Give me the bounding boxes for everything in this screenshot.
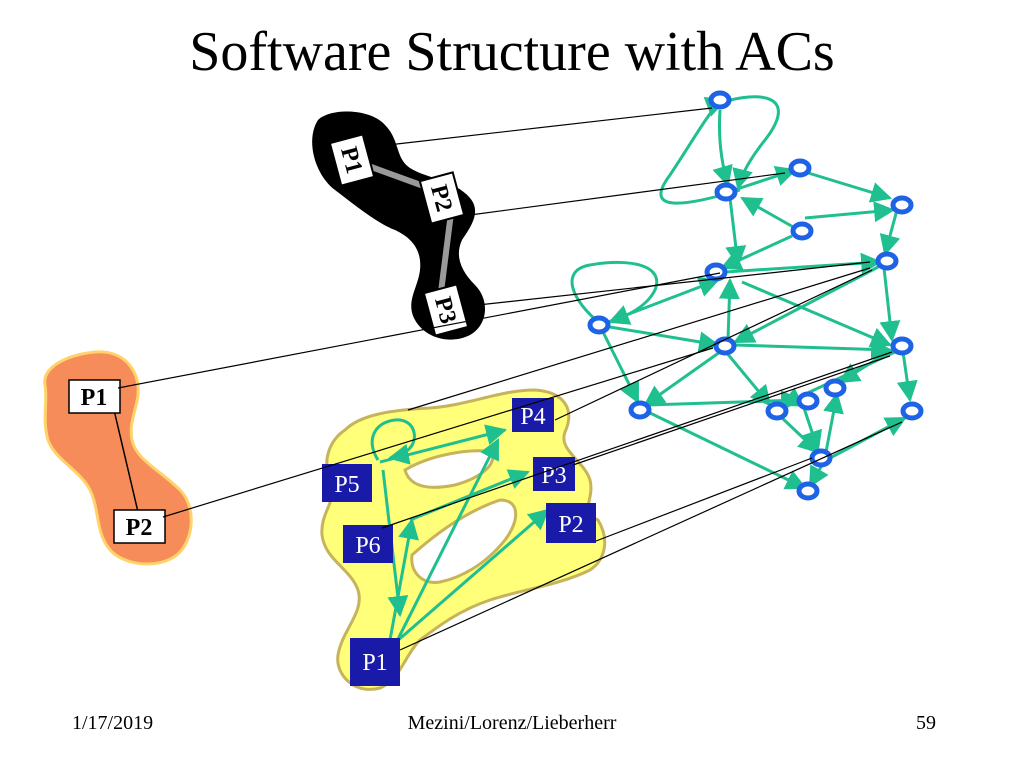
yellow-port-p1: P1: [350, 638, 400, 686]
graph-edge: [838, 346, 896, 384]
graph-node: [713, 336, 737, 356]
yellow-port-p2-label: P2: [558, 512, 583, 538]
graph-edge: [719, 95, 780, 191]
graph-node: [628, 400, 652, 420]
graph-edge: [733, 264, 881, 344]
mapping-line: [477, 261, 871, 306]
yellow-edge: [379, 424, 508, 464]
graph-edge: [804, 201, 896, 223]
footer-page-number: 59: [916, 712, 936, 734]
mapping-line: [399, 421, 903, 651]
mapping-line: [595, 457, 813, 542]
black-port-p2: P2: [418, 171, 466, 225]
graph-edge: [643, 350, 721, 407]
graph-node: [900, 401, 924, 421]
graph-node: [790, 221, 814, 241]
graph-edge: [879, 209, 901, 257]
orange-port-p2-label: P2: [126, 515, 153, 541]
graph-node: [714, 182, 738, 202]
graph-node: [788, 158, 812, 178]
black-port-p1: P1: [328, 133, 376, 187]
graph-edge: [718, 277, 740, 341]
graph-node: [704, 262, 728, 282]
graph-edge: [647, 410, 807, 490]
yellow-edge: [393, 438, 500, 646]
graph-node: [765, 401, 789, 421]
mapping-line: [554, 269, 873, 421]
yellow-component: P4 P3 P5 P2 P6 P1: [320, 388, 607, 691]
graph-edge: [801, 404, 822, 452]
mapping-line: [117, 272, 721, 389]
yellow-port-p4-label: P4: [520, 404, 545, 430]
yellow-edge: [370, 418, 416, 465]
graph-node: [890, 195, 914, 215]
footer-date: 1/17/2019: [72, 712, 154, 734]
graph-node: [587, 315, 611, 335]
graph-node: [708, 90, 732, 110]
yellow-port-p1-label: P1: [362, 650, 387, 676]
yellow-port-p6: P6: [343, 525, 393, 563]
yellow-port-p3-label: P3: [541, 463, 566, 489]
mapping-line: [469, 172, 786, 216]
graph-node: [796, 481, 820, 501]
black-component: P1 P2 P3: [312, 111, 486, 340]
yellow-port-p5-label: P5: [334, 472, 359, 498]
graph-edge: [741, 280, 892, 348]
slide-title: Software Structure with ACs: [189, 21, 835, 83]
graph-edge: [896, 351, 918, 403]
mapping-line: [162, 347, 714, 518]
graph-edge: [740, 196, 796, 230]
graph-edge: [804, 170, 893, 203]
graph-edge: [712, 109, 733, 188]
yellow-port-p2: P2: [546, 503, 596, 543]
orange-port-p2: P2: [113, 509, 166, 544]
graph-edge: [720, 234, 793, 270]
graph-edge: [823, 391, 844, 453]
mapping-line: [387, 107, 713, 146]
graph-edge: [659, 97, 741, 205]
graph-node: [809, 448, 833, 468]
mapping-line: [572, 355, 891, 466]
yellow-edge: [395, 508, 550, 644]
graph-node: [823, 378, 847, 398]
graph-node: [890, 336, 914, 356]
yellow-port-p5: P5: [322, 464, 372, 502]
graph-edge: [734, 338, 893, 360]
yellow-port-p3: P3: [533, 457, 575, 491]
class-graph: [570, 95, 918, 490]
yellow-edge: [388, 517, 419, 641]
orange-component: P1 P2: [43, 350, 193, 566]
mapping-line: [407, 267, 871, 411]
graph-edge: [570, 260, 659, 327]
graph-node: [796, 391, 820, 411]
graph-edge: [600, 329, 640, 404]
yellow-port-p6-label: P6: [355, 533, 380, 559]
graph-edge: [647, 390, 803, 412]
graph-edge: [724, 351, 772, 407]
footer-authors: Mezini/Lorenz/Lieberherr: [407, 712, 617, 734]
mapping-line: [381, 351, 893, 529]
graph-edge: [603, 324, 721, 353]
orange-port-p1: P1: [68, 379, 121, 414]
graph-edge: [607, 276, 720, 324]
graph-edge: [879, 267, 901, 343]
graph-node: [875, 251, 899, 271]
graph-edge: [725, 197, 747, 268]
orange-port-p1-label: P1: [81, 385, 108, 411]
mapping-lines: [117, 107, 903, 651]
